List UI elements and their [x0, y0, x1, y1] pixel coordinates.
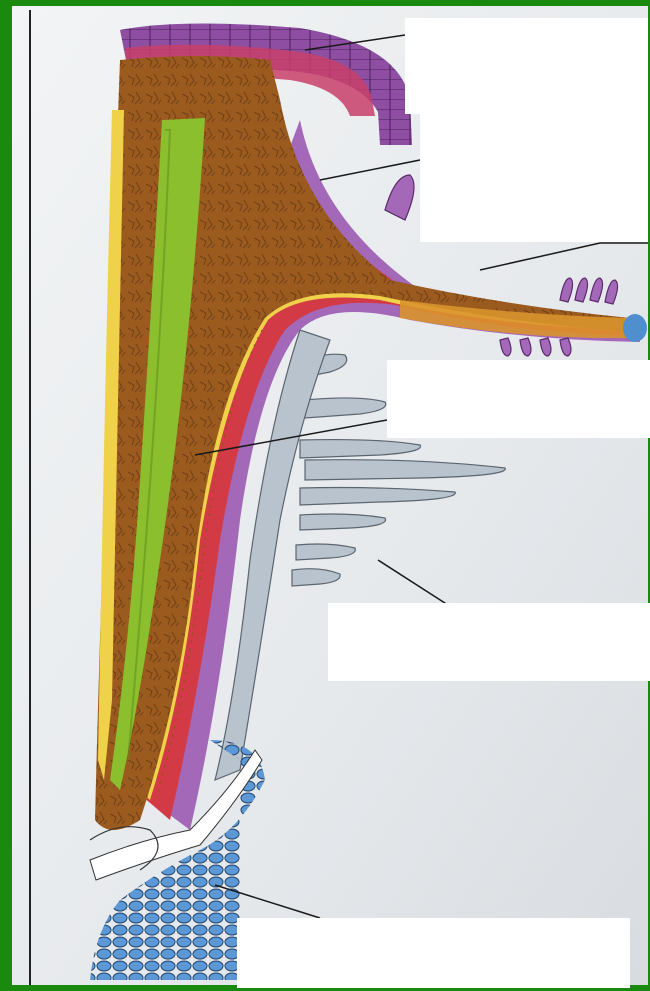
label-box-upper-mid	[420, 114, 648, 242]
label-box-top	[405, 18, 648, 114]
label-box-lower-mid	[328, 603, 650, 681]
shaft-tip-cells	[623, 314, 647, 342]
label-box-bottom	[237, 918, 630, 988]
label-box-middle	[387, 360, 650, 438]
